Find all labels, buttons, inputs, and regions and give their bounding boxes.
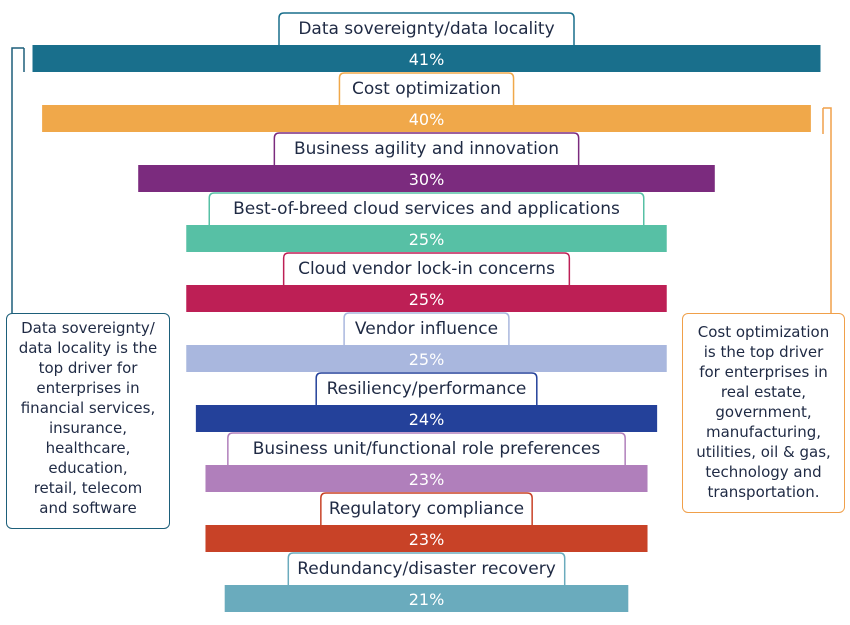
category-label: Business unit/functional role preference… [253, 439, 601, 459]
bar [32, 45, 821, 72]
value-label: 25% [409, 350, 445, 369]
value-label: 25% [409, 230, 445, 249]
bar [42, 105, 811, 132]
category-label: Best-of-breed cloud services and applica… [233, 199, 620, 219]
bar [195, 405, 658, 432]
bar [186, 345, 667, 372]
bar-label-box [338, 72, 515, 105]
bar-label-box [208, 192, 645, 225]
category-label: Regulatory compliance [329, 499, 524, 519]
left-bracket-line [11, 47, 24, 313]
bar-label-box [273, 132, 580, 165]
bar [186, 225, 667, 252]
bar-label-box [315, 372, 538, 405]
bar [205, 465, 648, 492]
value-label: 24% [409, 410, 445, 429]
bars-group: Data sovereignty/data locality 41% Cost op… [32, 12, 821, 612]
bar [186, 285, 667, 312]
value-label: 40% [409, 110, 445, 129]
value-label: 41% [409, 50, 445, 69]
bar [224, 585, 629, 612]
right-bracket-line [823, 107, 832, 313]
bar-label-box [343, 312, 510, 345]
category-label: Resiliency/performance [327, 379, 527, 399]
category-label: Redundancy/disaster recovery [297, 559, 556, 579]
bar-label-box [282, 252, 571, 285]
value-label: 25% [409, 290, 445, 309]
category-label: Business agility and innovation [294, 139, 559, 159]
bar-label-box [278, 12, 575, 45]
bar-label-box [320, 492, 533, 525]
bar [205, 525, 648, 552]
category-label: Cost optimization [352, 79, 501, 99]
category-label: Data sovereignty/data locality [298, 19, 554, 39]
right-annotation-note: Cost optimization is the top driver for … [682, 313, 845, 513]
bar [138, 165, 715, 192]
value-label: 23% [409, 470, 445, 489]
annotation-brackets [11, 47, 832, 313]
value-label: 21% [409, 590, 445, 609]
left-annotation-note: Data sovereignty/ data locality is the t… [6, 313, 170, 529]
category-label: Cloud vendor lock-in concerns [298, 259, 555, 279]
value-label: 23% [409, 530, 445, 549]
bar-label-box [287, 552, 566, 585]
category-label: Vendor influence [355, 319, 498, 339]
bar-label-box [227, 432, 626, 465]
value-label: 30% [409, 170, 445, 189]
